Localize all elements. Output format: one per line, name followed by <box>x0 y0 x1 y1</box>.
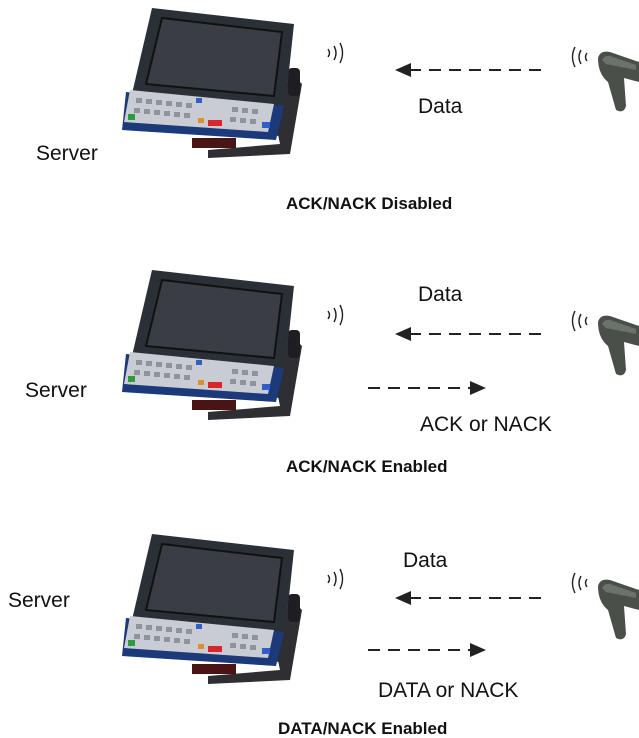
diagram-caption: ACK/NACK Enabled <box>286 457 448 476</box>
terminal-icon <box>122 8 302 158</box>
dashed-arrow-left-icon <box>395 591 549 605</box>
inbound-data-label: Data <box>418 95 463 118</box>
radio-waves-incoming-icon <box>571 46 588 68</box>
inbound-data-label: Data <box>418 283 463 306</box>
server-label: Server <box>8 589 70 612</box>
server-label: Server <box>36 142 98 165</box>
radio-waves-outgoing-icon <box>327 568 344 590</box>
barcode-scanner-icon <box>598 579 639 640</box>
radio-waves-incoming-icon <box>571 572 588 594</box>
diagram-panel-data-nack-enabled: Server Data DATA or NACK DATA/NACK Enabl… <box>0 492 639 738</box>
barcode-scanner-icon <box>598 315 639 376</box>
terminal-icon <box>122 270 302 420</box>
diagram-panel-ack-nack-disabled: Data Server ACK/NACK Disabled <box>0 0 639 246</box>
dashed-arrow-left-icon <box>395 327 549 341</box>
radio-waves-incoming-icon <box>571 310 588 332</box>
radio-waves-outgoing-icon <box>327 304 344 326</box>
diagram-caption: DATA/NACK Enabled <box>278 719 448 738</box>
dashed-arrow-right-icon <box>368 643 486 657</box>
inbound-data-label: Data <box>403 549 448 572</box>
server-label: Server <box>25 379 87 402</box>
terminal-icon <box>122 534 302 684</box>
barcode-scanner-icon <box>598 51 639 112</box>
outbound-response-label: DATA or NACK <box>378 679 519 702</box>
radio-waves-outgoing-icon <box>327 42 344 64</box>
dashed-arrow-right-icon <box>368 381 486 395</box>
outbound-response-label: ACK or NACK <box>420 413 552 436</box>
diagram-panel-ack-nack-enabled: Data Server ACK or NACK ACK/NACK Enabled <box>0 246 639 492</box>
dashed-arrow-left-icon <box>395 63 549 77</box>
diagram-caption: ACK/NACK Disabled <box>286 194 453 213</box>
